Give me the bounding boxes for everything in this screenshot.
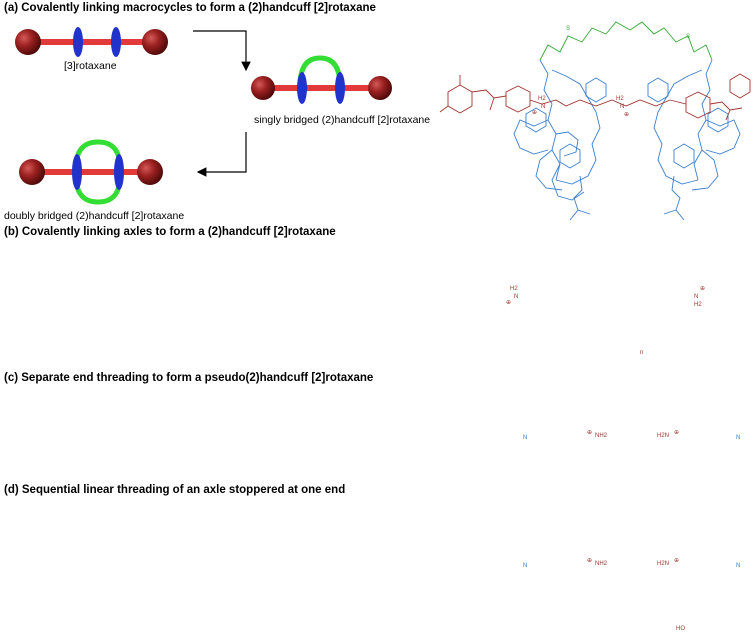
stopper-right: [142, 29, 168, 55]
atom-h2-b2: H2: [694, 302, 702, 308]
atom-plus-a2: ⊕: [624, 112, 630, 118]
atom-plus-d1: ⊕: [587, 558, 593, 564]
atom-n-c1: N: [523, 435, 528, 441]
atom-plus-c2: ⊕: [674, 430, 680, 436]
atom-n-a2: N: [620, 104, 625, 110]
three-rotaxane-cartoon: [15, 27, 168, 57]
macrocycle-ring: [73, 27, 83, 57]
atom-plus-b1: ⊕: [506, 300, 512, 306]
arrow-a1: [193, 30, 251, 72]
atom-n-d2: N: [736, 563, 741, 569]
atom-repeat-n: n: [640, 350, 644, 356]
label-singly-bridged: singly bridged (2)handcuff [2]rotaxane: [254, 114, 431, 126]
atom-s-left: S: [566, 26, 571, 32]
structure-a: [439, 21, 751, 221]
label-3-rotaxane: [3]rotaxane: [64, 60, 117, 72]
macrocycle-ring: [114, 154, 124, 190]
atom-h2n-d2: H2N: [657, 561, 670, 567]
atom-h2-a2: H2: [616, 96, 624, 102]
stopper-left: [251, 76, 275, 100]
macrocycle-ring: [335, 72, 345, 104]
heading-c: (c) Separate end threading to form a pse…: [4, 372, 374, 384]
atom-h2n-c2: H2N: [657, 433, 670, 439]
heading-b: (b) Covalently linking axles to form a (…: [4, 226, 336, 238]
label-doubly-bridged: doubly bridged (2)handcuff [2]rotaxane: [4, 210, 185, 222]
atom-s-right: S: [686, 34, 691, 40]
atom-n-d1: N: [523, 563, 528, 569]
atom-plus-d2: ⊕: [674, 558, 680, 564]
atom-plus-b2: ⊕: [700, 286, 706, 292]
arrow-a2: [196, 132, 247, 177]
atom-h2-a1: H2: [538, 96, 546, 102]
heading-d: (d) Sequential linear threading of an ax…: [4, 484, 346, 496]
atom-h2-b1: H2: [510, 286, 518, 292]
atom-n-b2: N: [694, 294, 699, 300]
atom-n-c2: N: [736, 435, 741, 441]
atom-nh2-d1: NH2: [595, 561, 608, 567]
atom-plus-c1: ⊕: [587, 430, 593, 436]
macrocycle-ring: [72, 154, 82, 190]
atom-n-a1: N: [541, 104, 546, 110]
heading-a: (a) Covalently linking macrocycles to fo…: [4, 2, 376, 14]
atom-plus-a1: ⊕: [532, 110, 538, 116]
stopper-right: [137, 159, 163, 185]
stopper-left: [15, 29, 41, 55]
stopper-right: [368, 76, 392, 100]
doubly-bridged-cartoon: [19, 139, 163, 205]
macrocycle-ring: [111, 27, 121, 57]
singly-bridged-cartoon: [251, 55, 392, 104]
atom-nh2-c1: NH2: [595, 433, 608, 439]
atom-ho: HO: [676, 626, 685, 632]
stopper-left: [19, 159, 45, 185]
macrocycle-ring: [297, 72, 307, 104]
atom-n-b1: N: [514, 294, 519, 300]
